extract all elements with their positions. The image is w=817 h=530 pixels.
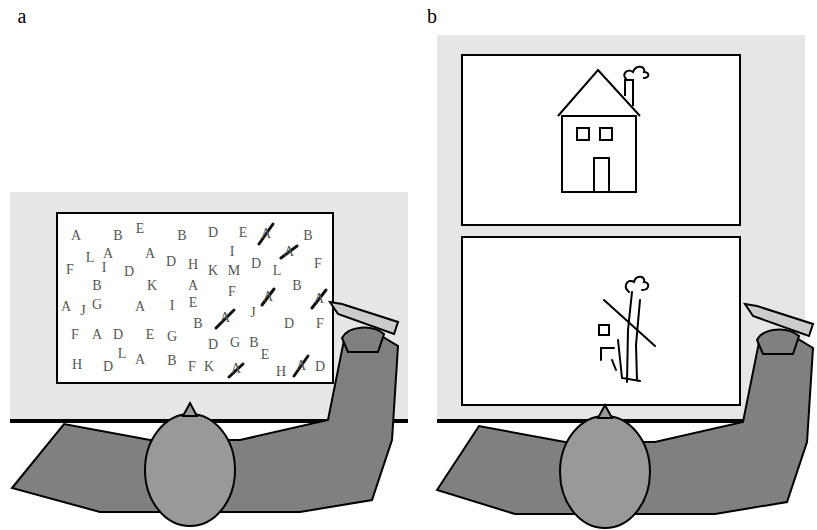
test-letter: A: [61, 300, 71, 314]
test-letter: A: [135, 353, 145, 367]
test-letter: J: [80, 304, 85, 318]
test-letter: M: [228, 264, 240, 278]
test-letter: A: [231, 362, 241, 376]
test-letter: B: [167, 354, 176, 368]
test-letter: G: [92, 298, 102, 312]
test-letter: E: [146, 328, 155, 342]
test-letter: F: [316, 317, 324, 331]
test-letter: J: [250, 306, 255, 320]
test-letter: D: [284, 317, 294, 331]
test-letter: D: [315, 360, 325, 374]
test-letter: B: [113, 229, 122, 243]
test-letter: I: [102, 261, 107, 275]
test-letter: D: [208, 338, 218, 352]
test-letter: L: [273, 264, 282, 278]
test-letter: D: [124, 265, 134, 279]
test-letter: K: [204, 360, 214, 374]
person: [12, 302, 398, 526]
test-letter: A: [314, 292, 324, 306]
test-letter: B: [249, 336, 258, 350]
test-letter: A: [263, 290, 273, 304]
panel-label: b: [427, 6, 437, 26]
test-letter: E: [239, 226, 248, 240]
test-letter: H: [276, 365, 286, 379]
test-letter: H: [188, 258, 198, 272]
test-letter: B: [292, 279, 301, 293]
test-letter: B: [92, 279, 101, 293]
test-letter: L: [86, 251, 95, 265]
test-letter: K: [208, 264, 218, 278]
desk: [437, 35, 805, 420]
test-letter: L: [118, 347, 127, 361]
test-letter: A: [188, 279, 198, 293]
model-sheet: [462, 55, 740, 225]
test-letter: G: [167, 330, 177, 344]
test-letter: D: [113, 328, 123, 342]
test-letter: A: [71, 229, 81, 243]
panel-label: a: [18, 6, 27, 26]
test-letter: I: [170, 299, 175, 313]
house-model: [558, 67, 648, 192]
test-letter: B: [193, 317, 202, 331]
cancel-strokes: [216, 224, 326, 377]
test-letter: D: [208, 226, 218, 240]
test-letter: A: [145, 247, 155, 261]
test-letter: B: [303, 229, 312, 243]
test-letter: D: [251, 257, 261, 271]
test-letter: F: [314, 257, 322, 271]
test-letter: F: [188, 360, 196, 374]
test-letter: E: [189, 296, 198, 310]
test-letter: D: [103, 360, 113, 374]
test-letter: F: [71, 328, 79, 342]
copy-sheet: [462, 237, 740, 405]
test-letter: E: [261, 348, 270, 362]
test-letter: E: [136, 222, 145, 236]
test-letter: F: [66, 263, 74, 277]
test-letter: A: [296, 359, 306, 373]
test-letter: A: [135, 300, 145, 314]
test-letter: A: [261, 227, 271, 241]
test-letter: G: [230, 336, 240, 350]
test-letter: H: [72, 358, 82, 372]
test-letter: K: [147, 279, 157, 293]
test-sheet: [57, 213, 333, 383]
test-letter: I: [230, 245, 235, 259]
person: [437, 304, 813, 528]
test-letter: A: [92, 328, 102, 342]
test-letter: F: [228, 285, 236, 299]
house-copy: [599, 277, 655, 382]
test-letter: B: [177, 229, 186, 243]
test-letter: A: [284, 245, 294, 259]
test-letter: A: [103, 247, 113, 261]
test-letter: D: [166, 255, 176, 269]
test-letter: A: [220, 311, 230, 325]
